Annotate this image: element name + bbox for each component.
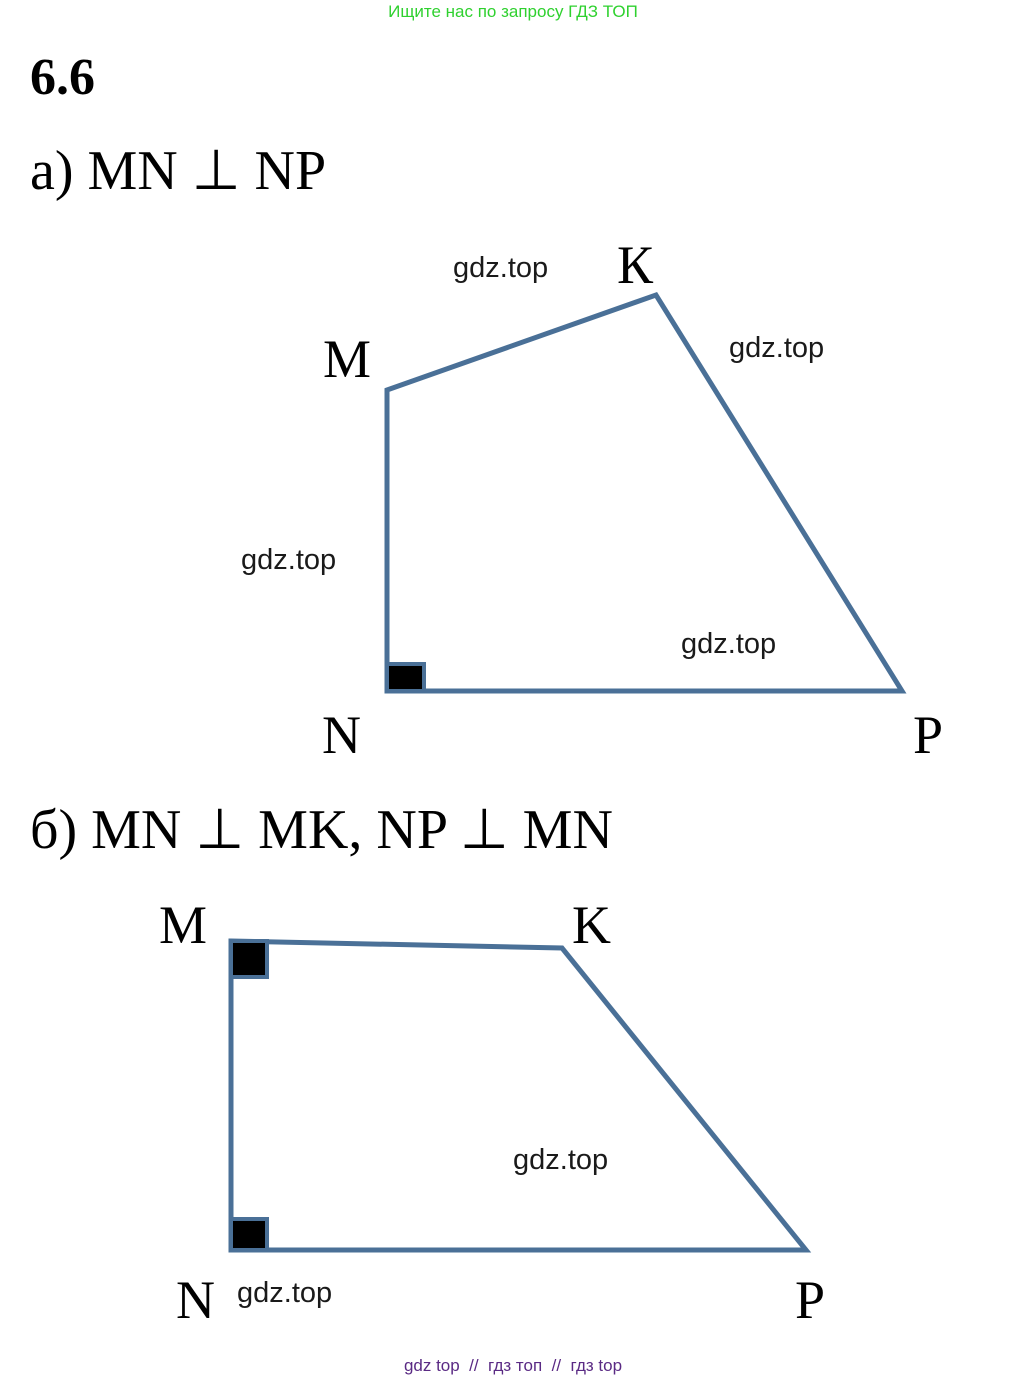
problem-number: 6.6 [30,49,95,106]
top-banner: Ищите нас по запросу ГДЗ ТОП [388,2,638,21]
right-angle-mark-n [385,662,426,693]
quadrilateral-diagram-b: M K N P gdz.top gdz.top [159,895,825,1330]
right-angle-mark-n [229,1217,269,1252]
vertex-label-m: M [159,895,207,955]
vertex-label-n: N [176,1270,215,1330]
part-a-heading: а) MN ⊥ NP [30,140,327,202]
vertex-label-p: P [913,705,943,765]
vertex-label-m: M [323,329,371,389]
watermark: gdz.top [241,544,336,576]
quadrilateral-mknp-a [384,291,907,694]
watermark: gdz.top [453,252,548,284]
vertex-label-p: P [795,1270,825,1330]
vertex-label-k: К [617,235,654,295]
watermark: gdz.top [513,1144,608,1176]
part-b-heading: б) MN ⊥ MK, NP ⊥ MN [30,799,613,861]
watermark: gdz.top [237,1277,332,1309]
vertex-label-k: K [572,895,611,955]
vertex-label-n: N [322,705,361,765]
watermark: gdz.top [729,332,824,364]
quadrilateral-diagram-a: M К N P gdz.top gdz.top gdz.top gdz.top [241,235,943,765]
watermark: gdz.top [681,628,776,660]
quadrilateral-mknp-b [228,938,812,1253]
right-angle-mark-m [229,939,269,979]
footer-watermark: gdz top // гдз топ // гдз top [403,1356,623,1375]
